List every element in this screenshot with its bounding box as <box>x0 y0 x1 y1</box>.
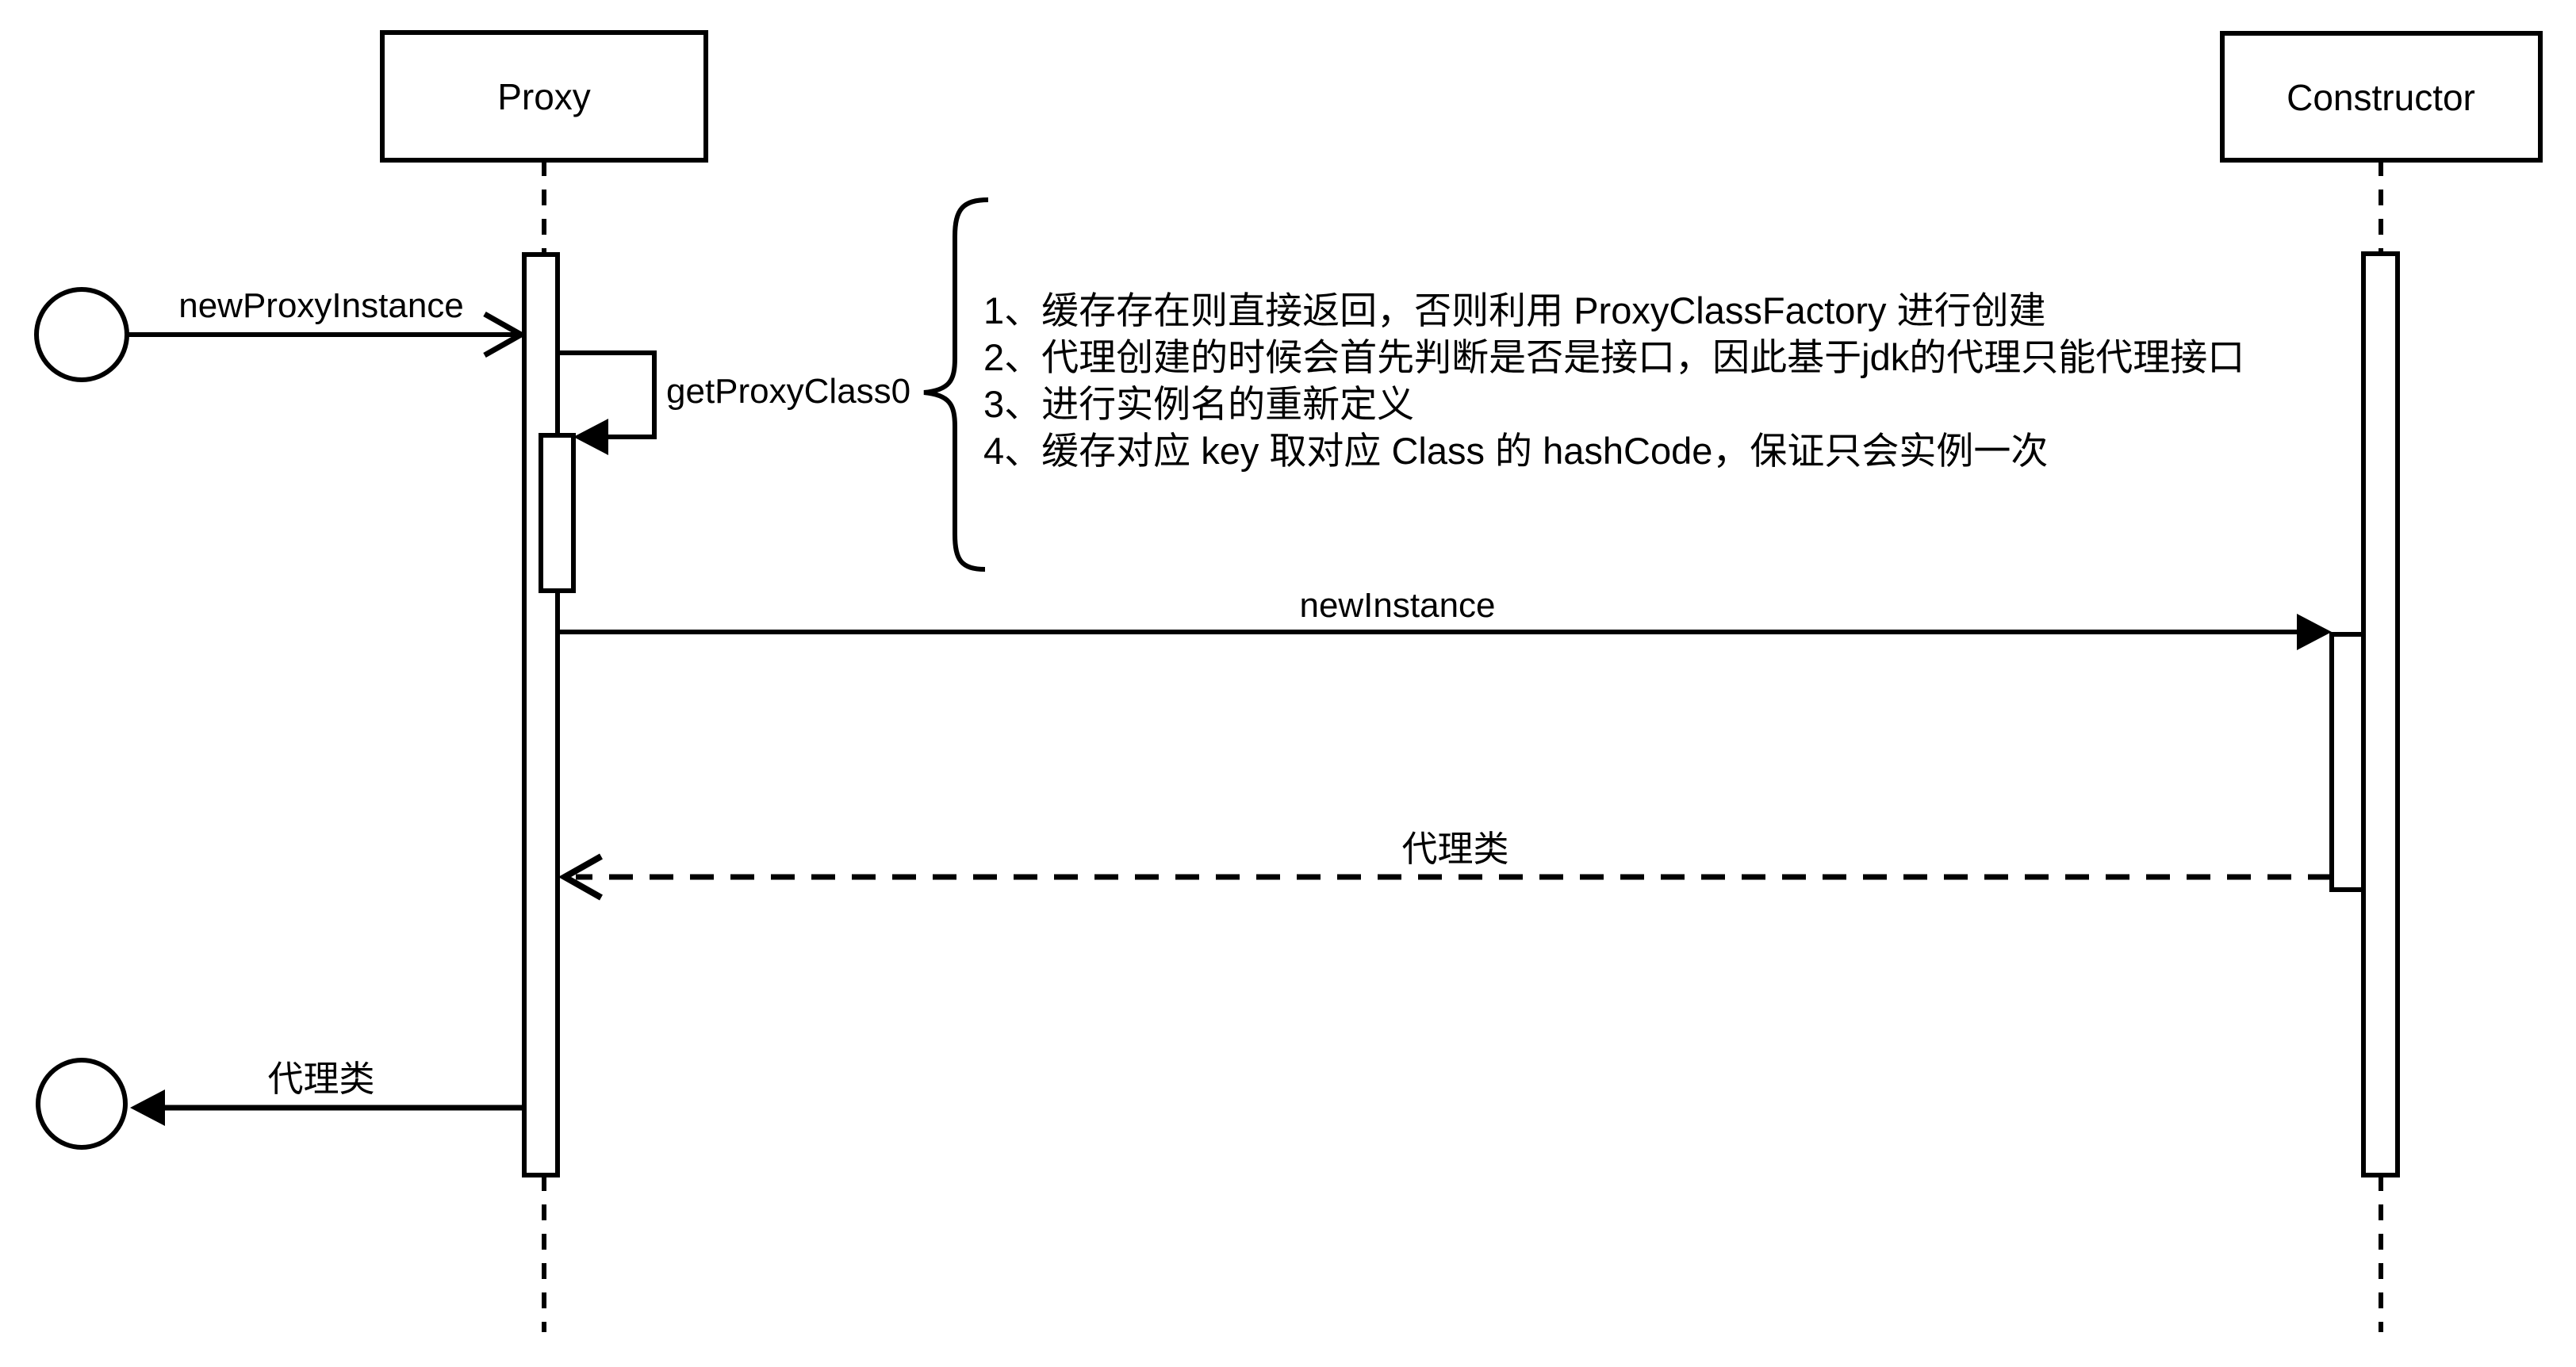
proxy-header-box <box>380 30 708 163</box>
message-getproxyclass0-selfcall: getProxyClass0 <box>558 350 910 455</box>
message-return-proxyclass: 代理类 <box>558 829 2332 901</box>
return-proxyclass-open-arrowhead-icon <box>558 853 603 901</box>
actor-start-circle <box>34 287 129 382</box>
constructor-header-box <box>2220 31 2543 163</box>
constructor-activation-bar <box>2361 251 2400 1177</box>
message-return-to-caller: 代理类 <box>130 1059 524 1126</box>
return-to-caller-label: 代理类 <box>267 1059 374 1099</box>
note-line-2: 2、代理创建的时候会首先判断是否是接口，因此基于jdk的代理只能代理接口 <box>983 336 2244 378</box>
newproxyinstance-open-arrowhead-icon <box>483 311 527 358</box>
proxy-lifeline-header: Proxy <box>380 30 708 163</box>
constructor-header-label: Constructor <box>2287 77 2475 118</box>
newinstance-label: newInstance <box>1299 586 1495 625</box>
actor-end-circle <box>36 1058 128 1150</box>
getproxyclass0-label: getProxyClass0 <box>666 372 910 411</box>
message-newinstance: newInstance <box>558 586 2332 650</box>
newinstance-filled-arrowhead-icon <box>2297 614 2332 650</box>
note-line-1: 1、缓存存在则直接返回，否则利用 ProxyClassFactory 进行创建 <box>983 289 2046 331</box>
proxy-nested-activation-bar <box>539 433 576 593</box>
message-newproxyinstance: newProxyInstance <box>127 286 527 358</box>
note-line-3: 3、进行实例名的重新定义 <box>983 383 1414 425</box>
return-to-caller-filled-arrowhead-icon <box>130 1089 165 1126</box>
proxy-header-label: Proxy <box>497 76 591 117</box>
constructor-nested-activation-bar <box>2329 632 2366 892</box>
newproxyinstance-label: newProxyInstance <box>178 286 464 325</box>
constructor-lifeline-header: Constructor <box>2220 31 2543 163</box>
note-line-4: 4、缓存对应 key 取对应 Class 的 hashCode，保证只会实例一次 <box>983 430 2048 472</box>
getproxyclass0-selfcall-path <box>558 350 657 439</box>
getproxyclass0-filled-arrowhead-icon <box>573 419 608 455</box>
note-curly-brace <box>923 197 989 572</box>
return-proxyclass-label: 代理类 <box>1401 829 1508 869</box>
note-block: 1、缓存存在则直接返回，否则利用 ProxyClassFactory 进行创建 … <box>983 289 2244 472</box>
proxy-activation-bar <box>522 252 560 1177</box>
